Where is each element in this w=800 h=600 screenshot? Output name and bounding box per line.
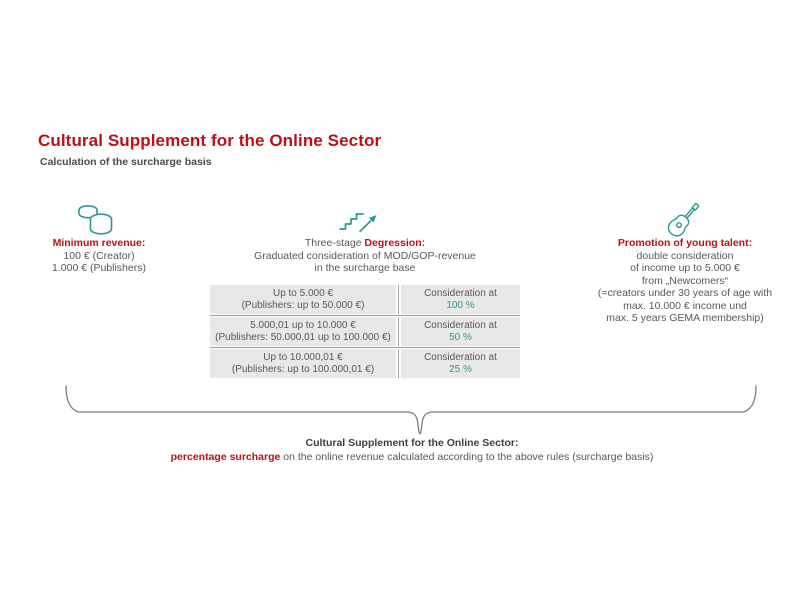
minimum-revenue-heading: Minimum revenue: [52, 237, 146, 249]
summary-heading: Cultural Supplement for the Online Secto… [305, 437, 519, 449]
page-subtitle: Calculation of the surcharge basis [40, 156, 212, 168]
degression-line-1: Graduated consideration of MOD/GOP-reven… [254, 249, 476, 262]
summary-block: Cultural Supplement for the Online Secto… [62, 437, 762, 464]
consideration-value: 50 % [449, 332, 472, 343]
degression-heading-highlight: Degression: [364, 237, 426, 249]
table-cell-consideration: Consideration at 50 % [401, 317, 520, 346]
range-line-1: Up to 10.000,01 € [263, 352, 343, 363]
degression-table: Up to 5.000 € (Publishers: up to 50.000 … [210, 285, 520, 378]
coins-icon [74, 201, 120, 242]
table-row: 5.000,01 up to 10.000 € (Publishers: 50.… [210, 317, 520, 346]
young-talent-line-3: from „Newcomers“ [641, 274, 729, 287]
page-title: Cultural Supplement for the Online Secto… [38, 131, 382, 150]
range-line-1: Up to 5.000 € [272, 288, 334, 299]
table-cell-range: 5.000,01 up to 10.000 € (Publishers: 50.… [210, 317, 396, 346]
young-talent-line-4: (=creators under 30 years of age with [597, 287, 773, 299]
consideration-label: Consideration at [424, 288, 497, 299]
young-talent-line-2: of income up to 5.000 € [630, 262, 740, 274]
minimum-revenue-line-publishers: 1.000 € (Publishers) [52, 262, 146, 274]
table-row: Up to 5.000 € (Publishers: up to 50.000 … [210, 285, 520, 314]
table-cell-consideration: Consideration at 25 % [401, 349, 520, 378]
table-cell-range: Up to 5.000 € (Publishers: up to 50.000 … [210, 285, 396, 314]
table-column-divider [396, 285, 401, 314]
degression-heading: Three-stage Degression: [215, 237, 515, 250]
table-row: Up to 10.000,01 € (Publishers: up to 100… [210, 349, 520, 378]
range-line-2: (Publishers: 50.000,01 up to 100.000 €) [215, 332, 391, 343]
young-talent-line-1: double consideration [636, 249, 734, 262]
column-degression: Three-stage Degression: Graduated consid… [215, 237, 515, 275]
consideration-value: 25 % [449, 364, 472, 375]
consideration-label: Consideration at [424, 352, 497, 363]
table-column-divider [396, 349, 401, 378]
table-cell-range: Up to 10.000,01 € (Publishers: up to 100… [210, 349, 396, 378]
minimum-revenue-line-creator: 100 € (Creator) [63, 249, 135, 262]
consideration-label: Consideration at [424, 320, 497, 331]
table-column-divider [396, 317, 401, 346]
degression-heading-prefix: Three-stage [304, 237, 365, 249]
table-row-divider [210, 346, 520, 349]
young-talent-heading: Promotion of young talent: [617, 237, 753, 249]
curly-brace [60, 383, 762, 444]
degression-line-2: in the surcharge base [314, 262, 416, 274]
stairs-growth-icon [337, 203, 383, 240]
column-young-talent: Promotion of young talent: double consid… [585, 237, 785, 325]
young-talent-line-5: max. 10.000 € income und [623, 299, 747, 312]
table-cell-consideration: Consideration at 100 % [401, 285, 520, 314]
young-talent-line-6: max. 5 years GEMA membership) [606, 312, 764, 324]
column-minimum-revenue: Minimum revenue: 100 € (Creator) 1.000 €… [19, 237, 179, 275]
consideration-value: 100 % [446, 300, 475, 311]
range-line-1: 5.000,01 up to 10.000 € [250, 320, 356, 331]
table-row-divider [210, 314, 520, 317]
summary-line: percentage surcharge on the online reven… [62, 451, 762, 465]
range-line-2: (Publishers: up to 50.000 €) [241, 300, 365, 311]
range-line-2: (Publishers: up to 100.000,01 €) [231, 364, 375, 375]
guitar-icon [661, 196, 707, 247]
summary-highlight: percentage surcharge [170, 450, 281, 463]
summary-text: on the online revenue calculated accordi… [280, 450, 654, 463]
